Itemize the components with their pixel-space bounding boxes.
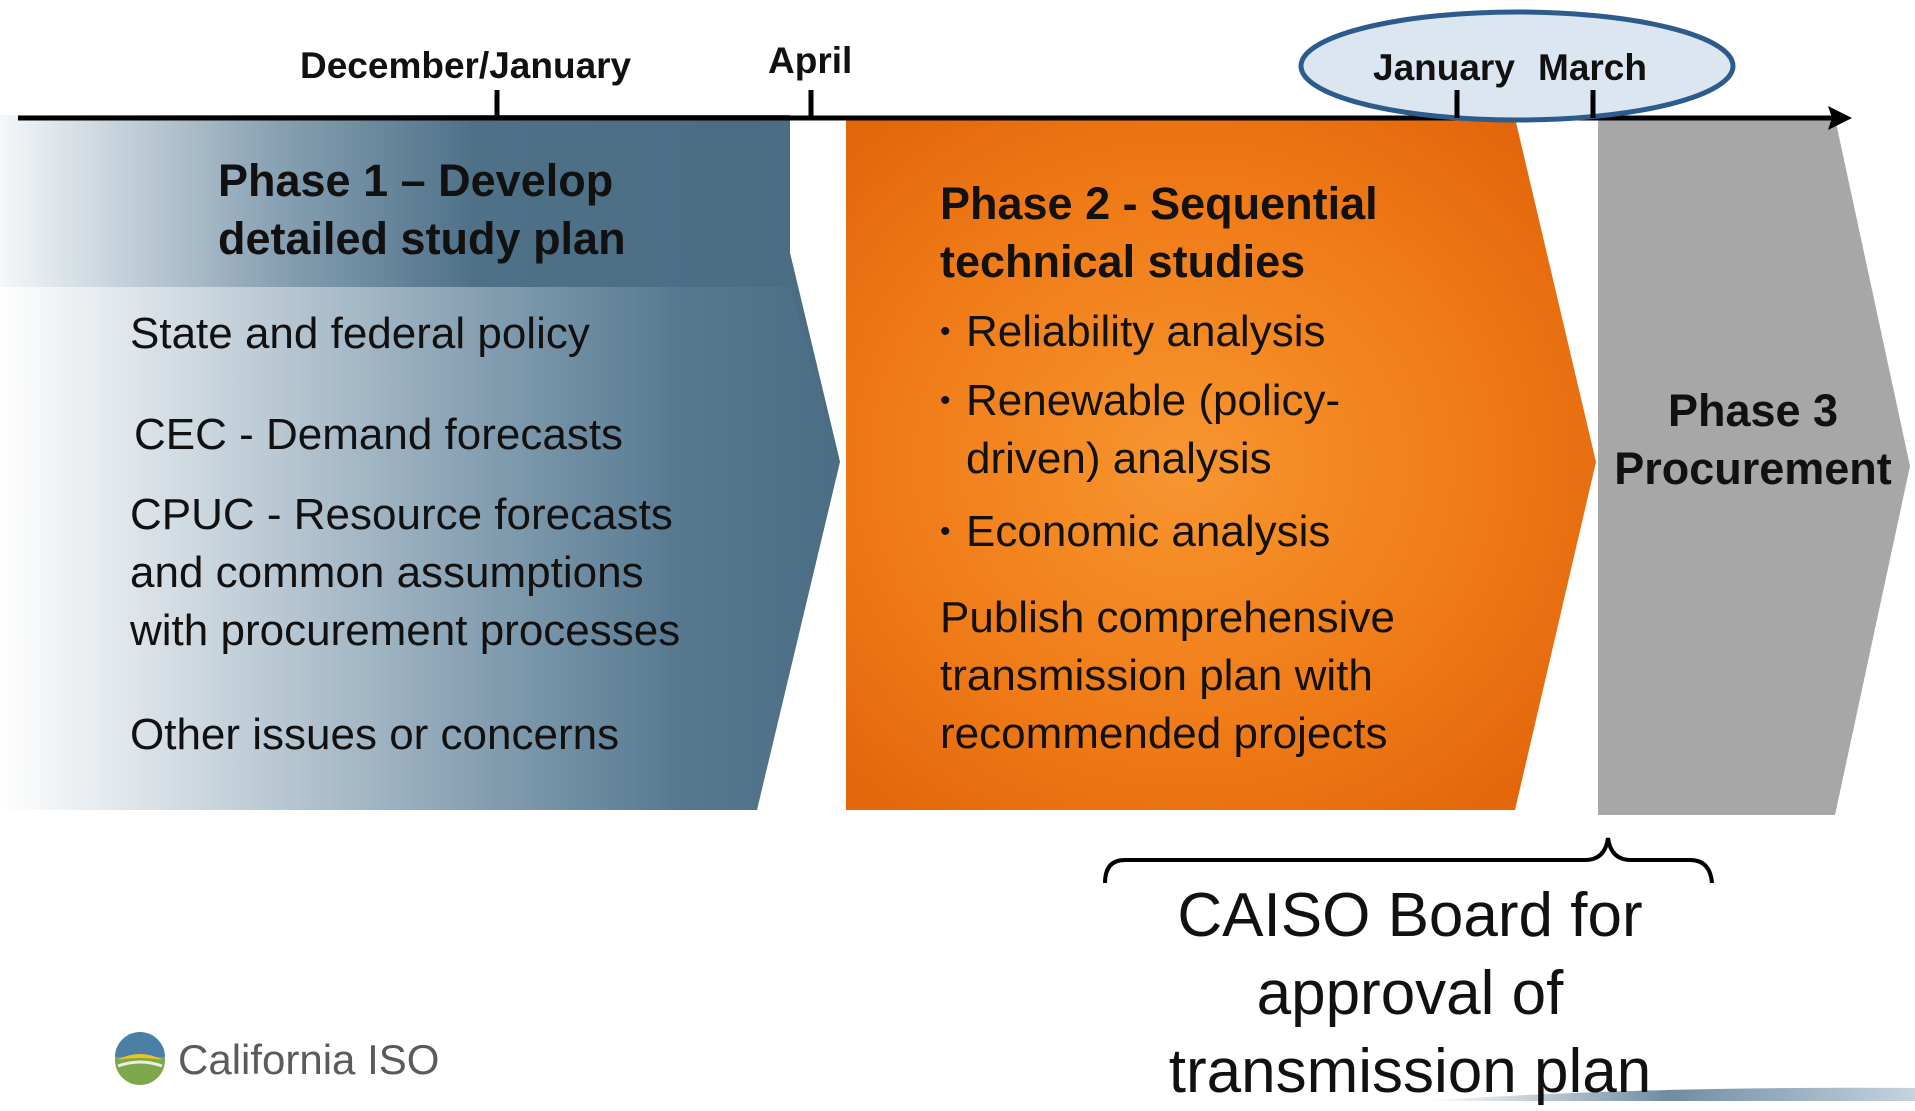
phase2-bullet-economic-line: • Economic analysis xyxy=(940,503,1330,561)
board-brace xyxy=(1103,837,1714,884)
california-iso-logo-text: California ISO xyxy=(178,1036,440,1083)
phase2-bullet-reliability: • Reliability analysis xyxy=(940,303,1325,361)
phase1-item-cpuc-line3: with procurement processes xyxy=(130,606,681,655)
phase1-title: Phase 1 – Develop detailed study plan xyxy=(218,152,626,268)
phase3-chevron xyxy=(1598,118,1910,815)
phase1-item-cec-demand-forecasts: CEC - Demand forecasts xyxy=(134,410,624,459)
tick-label-march: March xyxy=(1538,47,1647,88)
board-approval-line3: transmission plan xyxy=(1168,1037,1652,1106)
phase2-bullet-renewable-line2: driven) analysis xyxy=(966,434,1272,483)
tick-label-april: April xyxy=(768,40,853,81)
bullet-text: Renewable (policy- xyxy=(966,376,1341,425)
bullet-text: Reliability analysis xyxy=(966,307,1326,356)
phase1-item-other-issues: Other issues or concerns xyxy=(130,710,620,759)
phase2-bullet-economic: • Economic analysis xyxy=(940,503,1330,561)
phase3-title-line1: Phase 3 xyxy=(1667,385,1839,436)
phase2-publish-line1: Publish comprehensive xyxy=(940,593,1395,642)
phase2-bullet-renewable: • Renewable (policy- driven) analysis xyxy=(940,372,1340,488)
tick-label-january: January xyxy=(1373,47,1515,88)
bullet-icon: • xyxy=(940,384,951,417)
phase1-title-line1: Phase 1 – Develop xyxy=(218,155,614,206)
phase3-title: Phase 3 Procurement xyxy=(1598,382,1908,498)
phase2-bullets: • Reliability analysis xyxy=(940,303,1325,361)
phase1-item-cpuc-line1: CPUC - Resource forecasts xyxy=(130,490,673,539)
phase1-title-line2: detailed study plan xyxy=(218,213,626,264)
phase1-item-state-federal-policy: State and federal policy xyxy=(130,309,590,358)
phase1-item-cpuc-line2: and common assumptions xyxy=(130,548,644,597)
bullet-icon: • xyxy=(940,515,951,548)
board-approval-text: CAISO Board for approval of transmission… xyxy=(1110,877,1710,1111)
bullet-text: Economic analysis xyxy=(966,507,1331,556)
phase2-bullet-renewable-line1: • Renewable (policy- xyxy=(940,372,1340,430)
tick-label-december-january: December/January xyxy=(300,45,632,86)
phase2-title: Phase 2 - Sequential technical studies xyxy=(940,175,1378,291)
decorative-swoosh xyxy=(1420,1087,1915,1101)
january-march-highlight xyxy=(1298,9,1736,123)
california-iso-logo-icon xyxy=(115,1032,165,1085)
phase2-publish: Publish comprehensive transmission plan … xyxy=(940,589,1395,763)
bullet-icon: • xyxy=(940,315,951,348)
phase1-item-cpuc-resource-forecasts: CPUC - Resource forecasts and common ass… xyxy=(130,486,680,660)
timeline-arrowhead xyxy=(1828,106,1852,130)
phase2-publish-line2: transmission plan with xyxy=(940,651,1373,700)
phase2-publish-line3: recommended projects xyxy=(940,709,1388,758)
phase1-chevron xyxy=(0,115,840,810)
phase2-chevron xyxy=(846,118,1596,810)
board-approval-line2: approval of xyxy=(1256,959,1564,1028)
phase2-title-line1: Phase 2 - Sequential xyxy=(940,178,1378,229)
phase1-title-band xyxy=(0,115,790,287)
phase2-title-line2: technical studies xyxy=(940,236,1306,287)
phase3-title-line2: Procurement xyxy=(1614,443,1892,494)
board-approval-line1: CAISO Board for xyxy=(1177,881,1643,950)
